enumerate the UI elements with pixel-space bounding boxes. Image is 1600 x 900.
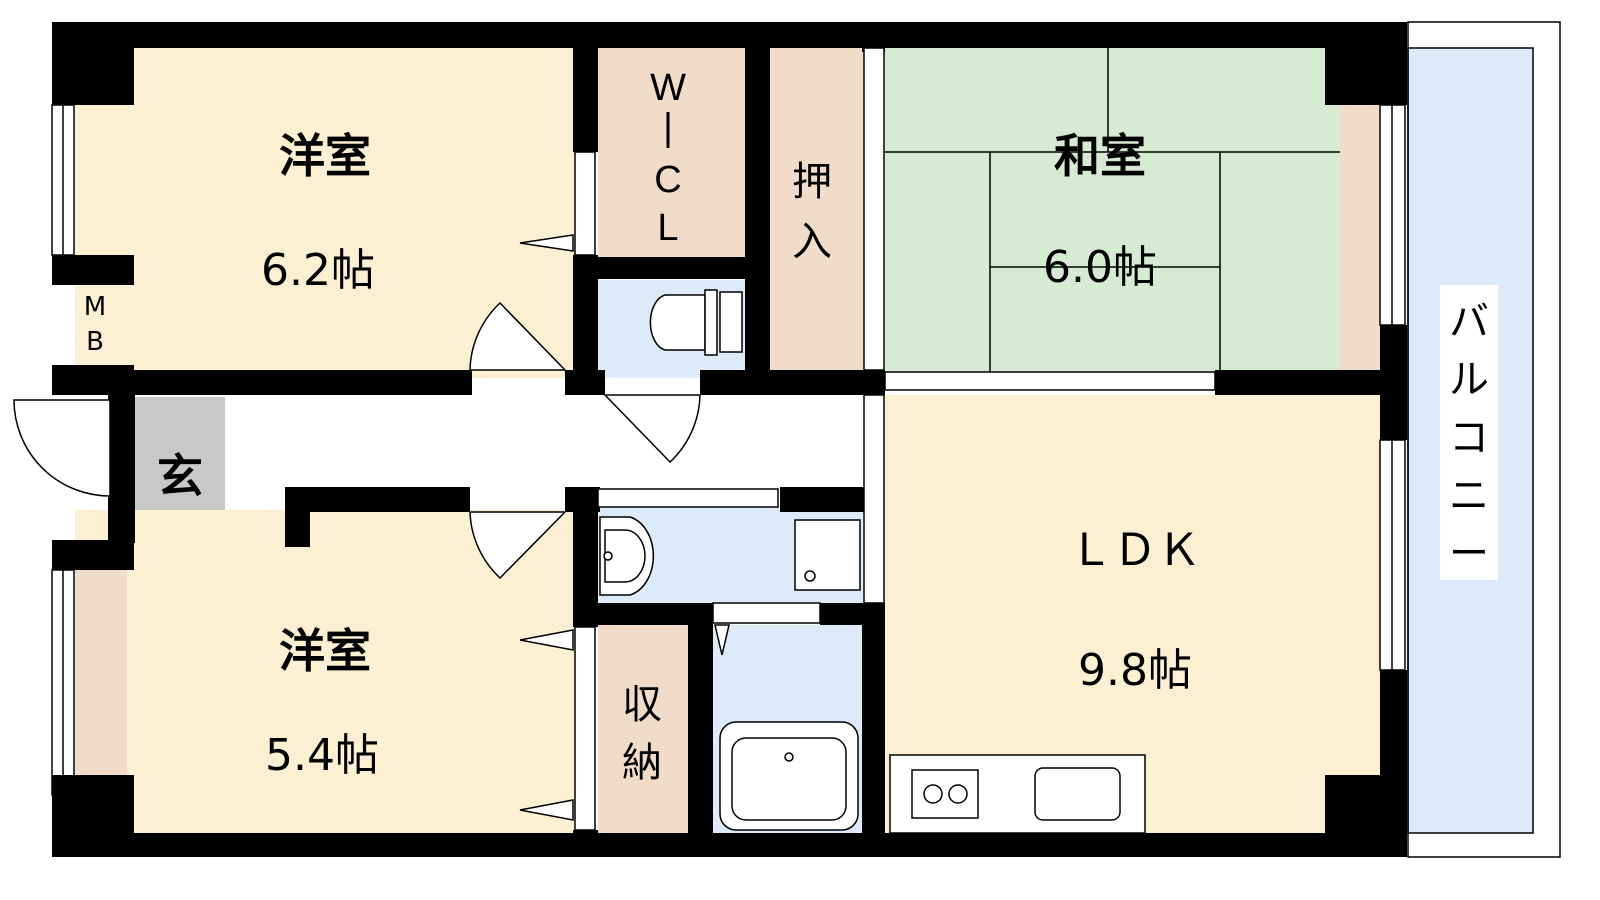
kitchen-counter [889, 754, 1146, 834]
japanese-room-size: 6.0帖 [1043, 242, 1157, 293]
walls [52, 22, 1407, 857]
door-swings [13, 301, 701, 580]
balcony-outline [1407, 21, 1561, 858]
walk-in-closet-label-w: W [650, 67, 686, 109]
light-partitions [574, 47, 1216, 831]
oshiire-floor [770, 48, 867, 378]
windows [51, 104, 1406, 796]
walk-in-closet-floor [598, 48, 748, 260]
ldk-size: 9.8帖 [1078, 645, 1192, 696]
balcony-label-4: ニ [1449, 473, 1489, 519]
tatami-lines [885, 48, 1340, 378]
balcony-label-1: バ [1449, 299, 1489, 345]
storage-label-2: 納 [622, 740, 662, 786]
walk-in-closet-label-c: C [654, 159, 681, 201]
western-room-bottom-size: 5.4帖 [265, 730, 379, 781]
balcony-label-5: ー [1449, 531, 1489, 577]
oshiire-label-1: 押 [792, 159, 832, 205]
japanese-room-side-closet [1340, 105, 1380, 378]
balcony-label-2: ル [1449, 357, 1489, 403]
balcony-label-3: コ [1449, 415, 1489, 461]
western-room-bottom-name: 洋室 [279, 624, 371, 678]
entrance-label: 玄 [157, 449, 203, 503]
ldk-name: ＬＤＫ [1069, 525, 1201, 576]
western-room-bottom-side [75, 570, 127, 795]
storage-label-1: 収 [622, 682, 662, 728]
western-room-top-size: 6.2帖 [261, 245, 375, 296]
toilet-fixture [649, 289, 743, 356]
walk-in-closet-label-l: L [657, 207, 678, 249]
washbasin-fixture [599, 516, 861, 596]
folding-doors [519, 234, 730, 821]
storage-floor [598, 625, 690, 840]
oshiire-label-2: 入 [792, 219, 832, 265]
balcony-label-bg [1440, 285, 1498, 580]
japanese-room-name: 和室 [1054, 129, 1146, 183]
japanese-room-floor [885, 48, 1340, 378]
western-room-top-name: 洋室 [279, 129, 371, 183]
meter-box-label-m: M [84, 292, 106, 322]
hallway-floor [115, 395, 865, 500]
bathtub-fixture [719, 721, 859, 831]
meter-box-label-b: B [86, 327, 104, 357]
